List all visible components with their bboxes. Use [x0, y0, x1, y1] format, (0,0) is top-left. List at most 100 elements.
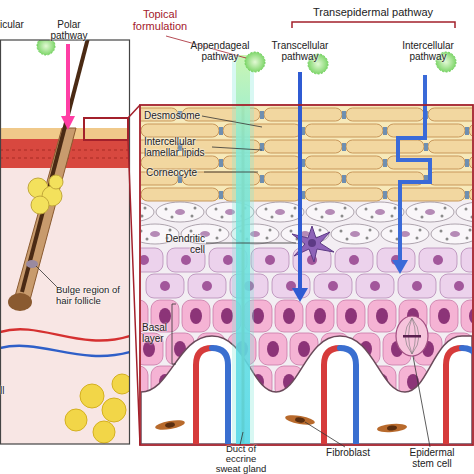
- polar-pathway-arrow: [66, 44, 70, 118]
- corneocyte-cell: [305, 124, 383, 137]
- corneocyte-cell: [428, 172, 472, 185]
- desmosome-mark: [260, 111, 264, 119]
- desmosome-mark: [342, 143, 346, 151]
- corneocyte-cell: [346, 108, 424, 121]
- spinous-cell: [419, 248, 457, 272]
- artery: [0, 329, 129, 340]
- spinous-cell: [356, 274, 394, 298]
- heading-label: Transepidermal pathway: [293, 6, 453, 18]
- spinous-cell: [440, 274, 472, 298]
- arrow-head: [292, 288, 308, 302]
- basal-cell: [337, 300, 365, 332]
- corneocyte-cell: [428, 108, 472, 121]
- structure-label: Epidermal stem cell: [402, 447, 462, 469]
- capillary-loop: [196, 348, 228, 444]
- granular-cell: [381, 224, 429, 244]
- arrow-head: [61, 116, 75, 130]
- structure-label: Fibroblast: [318, 447, 378, 458]
- spinous-cell: [398, 274, 436, 298]
- spinous-cell: [146, 274, 184, 298]
- heading-label: Topical formulation: [118, 8, 202, 32]
- granular-cell: [256, 202, 304, 222]
- desmosome-mark: [383, 159, 387, 167]
- panel-outline: [1, 40, 130, 444]
- desmosome-mark: [383, 191, 387, 199]
- appendageal-glow: [232, 55, 254, 444]
- fibroblasts: [155, 413, 408, 433]
- capillary-loop: [446, 348, 472, 444]
- capillary-loop: [324, 348, 356, 444]
- hair-follicle: [14, 128, 76, 300]
- desmosome-mark: [383, 127, 387, 135]
- desmosome-mark: [219, 127, 223, 135]
- pathway-label: Intercellular pathway: [393, 40, 463, 62]
- pathway-label: Polar pathway: [46, 19, 92, 41]
- zoom-lines: [128, 105, 140, 445]
- basal-cell: [430, 300, 458, 332]
- corneocyte-cell: [346, 140, 424, 153]
- bulge-region: [26, 260, 38, 268]
- granular-cell: [431, 224, 472, 244]
- granular-cell: [331, 224, 379, 244]
- leader-line: [36, 266, 58, 288]
- basal-cell: [368, 300, 396, 332]
- hair-bulb: [8, 293, 32, 311]
- leader-lines: [166, 36, 430, 447]
- corneocyte-cell: [264, 108, 342, 121]
- corneocyte-cell: [264, 140, 342, 153]
- structure-label: ll: [0, 385, 14, 396]
- corneocyte-cell: [141, 124, 219, 137]
- layer-label: Basal layer: [142, 322, 172, 344]
- spinous-cell: [141, 248, 163, 272]
- spinous-cell: [251, 248, 289, 272]
- corneocyte-cell: [305, 156, 383, 169]
- corneocyte-cell: [305, 188, 383, 201]
- spinous-cell: [314, 274, 352, 298]
- structure-label: Dendritic cell: [150, 233, 205, 255]
- skin-detail: [141, 106, 472, 444]
- pathway-label: Appendageal pathway: [185, 40, 255, 62]
- basal-cell: [275, 300, 303, 332]
- basal-cell: [461, 300, 472, 332]
- granular-cell: [306, 202, 354, 222]
- desmosome-mark: [465, 159, 469, 167]
- structure-label: Duct of eccrine sweat gland: [212, 444, 270, 474]
- panel-outline: [140, 105, 473, 445]
- vein: [0, 346, 129, 356]
- epidermal-stem-cell: [396, 316, 428, 356]
- granular-cell: [156, 202, 204, 222]
- spinous-cell: [188, 274, 226, 298]
- desmosome-mark: [342, 111, 346, 119]
- desmosome-mark: [342, 175, 346, 183]
- spinous-cell: [461, 248, 472, 272]
- lamellar-lipids: [141, 106, 472, 206]
- desmosome-mark: [465, 127, 469, 135]
- desmosome-mark: [219, 159, 223, 167]
- formulation-particle: [37, 40, 55, 55]
- bracket: [292, 22, 455, 28]
- corneocyte-cell: [428, 140, 472, 153]
- zoom-box: [84, 118, 128, 140]
- basal-cell: [259, 333, 287, 365]
- dermis: [141, 336, 472, 444]
- skin-overview: [0, 40, 129, 444]
- structure-label: Bulge region of hair follicle: [56, 284, 132, 306]
- granular-cell: [406, 202, 454, 222]
- intercellular-pathway: [398, 75, 430, 262]
- desmosome-mark: [260, 175, 264, 183]
- basal-cell: [306, 300, 334, 332]
- granular-cell: [356, 202, 404, 222]
- pathway-label: icular: [0, 19, 40, 30]
- desmosomes: [178, 111, 472, 199]
- granular-cell: [456, 202, 472, 222]
- spinous-cell: [335, 248, 373, 272]
- appendageal-pathway: [236, 55, 250, 444]
- arrow-head: [392, 260, 408, 274]
- desmosome-mark: [465, 191, 469, 199]
- granular-cell: [141, 202, 154, 222]
- corneocyte-cell: [469, 124, 472, 137]
- corneocyte-cell: [264, 172, 342, 185]
- dermis-layer: [0, 168, 129, 444]
